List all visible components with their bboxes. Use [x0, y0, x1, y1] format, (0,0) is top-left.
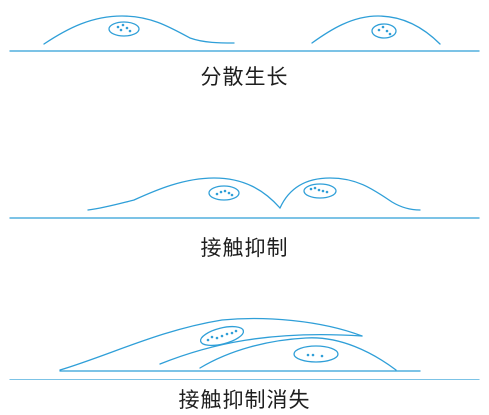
- nucleus-dot: [321, 189, 325, 193]
- panel-loss-of-contact-inhibition: 接触抑制消失: [0, 300, 489, 415]
- cell-upper-edge: [159, 333, 363, 365]
- cell-left: [87, 177, 281, 211]
- nucleus-dot: [230, 331, 234, 335]
- nucleus-dot: [215, 192, 219, 196]
- caption-scattered-growth: 分散生长: [200, 65, 289, 89]
- nucleus-dot: [116, 25, 120, 29]
- cell-right: [279, 177, 421, 211]
- nucleus-dot: [220, 334, 224, 338]
- nucleus-dot: [313, 186, 317, 190]
- nucleus-dot: [230, 193, 234, 197]
- nucleus-dot: [206, 338, 210, 342]
- cell-right: [311, 15, 441, 45]
- nucleus-dot: [388, 32, 392, 36]
- caption-loss-of-contact-inhibition: 接触抑制消失: [178, 388, 311, 412]
- nucleus-dot: [385, 29, 389, 33]
- nucleus-dot: [377, 28, 381, 32]
- contact-inhibition-illustration: [9, 177, 480, 219]
- caption-contact-inhibition: 接触抑制: [200, 236, 289, 260]
- cell-upper: [59, 317, 363, 371]
- nucleus-dot: [325, 190, 329, 194]
- nucleus-dot: [128, 29, 132, 33]
- nucleus-dot: [381, 25, 385, 29]
- cell-lower-nucleus: [293, 345, 339, 363]
- cell-left-nucleus: [208, 185, 240, 201]
- cell-right-nucleus: [371, 23, 397, 39]
- cell-lower: [199, 337, 397, 371]
- nucleus-dot: [219, 190, 223, 194]
- nucleus-dot: [311, 353, 315, 357]
- nucleus-dot: [223, 189, 227, 193]
- cell-left-nucleus: [108, 21, 140, 37]
- panel-contact-inhibition: 接触抑制: [0, 160, 489, 270]
- cell-right-nucleus: [303, 183, 337, 199]
- nucleus-dot: [121, 23, 125, 27]
- nucleus-dot: [215, 336, 219, 340]
- nucleus-dot: [225, 332, 229, 336]
- nucleus-dot: [125, 26, 129, 30]
- nucleus-dot: [309, 187, 313, 191]
- cell-left: [43, 15, 235, 45]
- nucleus-dot: [306, 353, 310, 357]
- cell-upper-nucleus: [199, 325, 245, 347]
- nucleus-dot: [234, 329, 238, 333]
- nucleus-dot: [119, 28, 123, 32]
- nucleus-dot: [210, 335, 214, 339]
- loss-of-contact-inhibition-illustration: [9, 317, 480, 380]
- nucleus-dot: [320, 354, 324, 358]
- scattered-growth-illustration: [9, 15, 480, 52]
- nucleus-dot: [227, 191, 231, 195]
- nucleus-dot: [317, 188, 321, 192]
- panel-scattered-growth: 分散生长: [0, 0, 489, 100]
